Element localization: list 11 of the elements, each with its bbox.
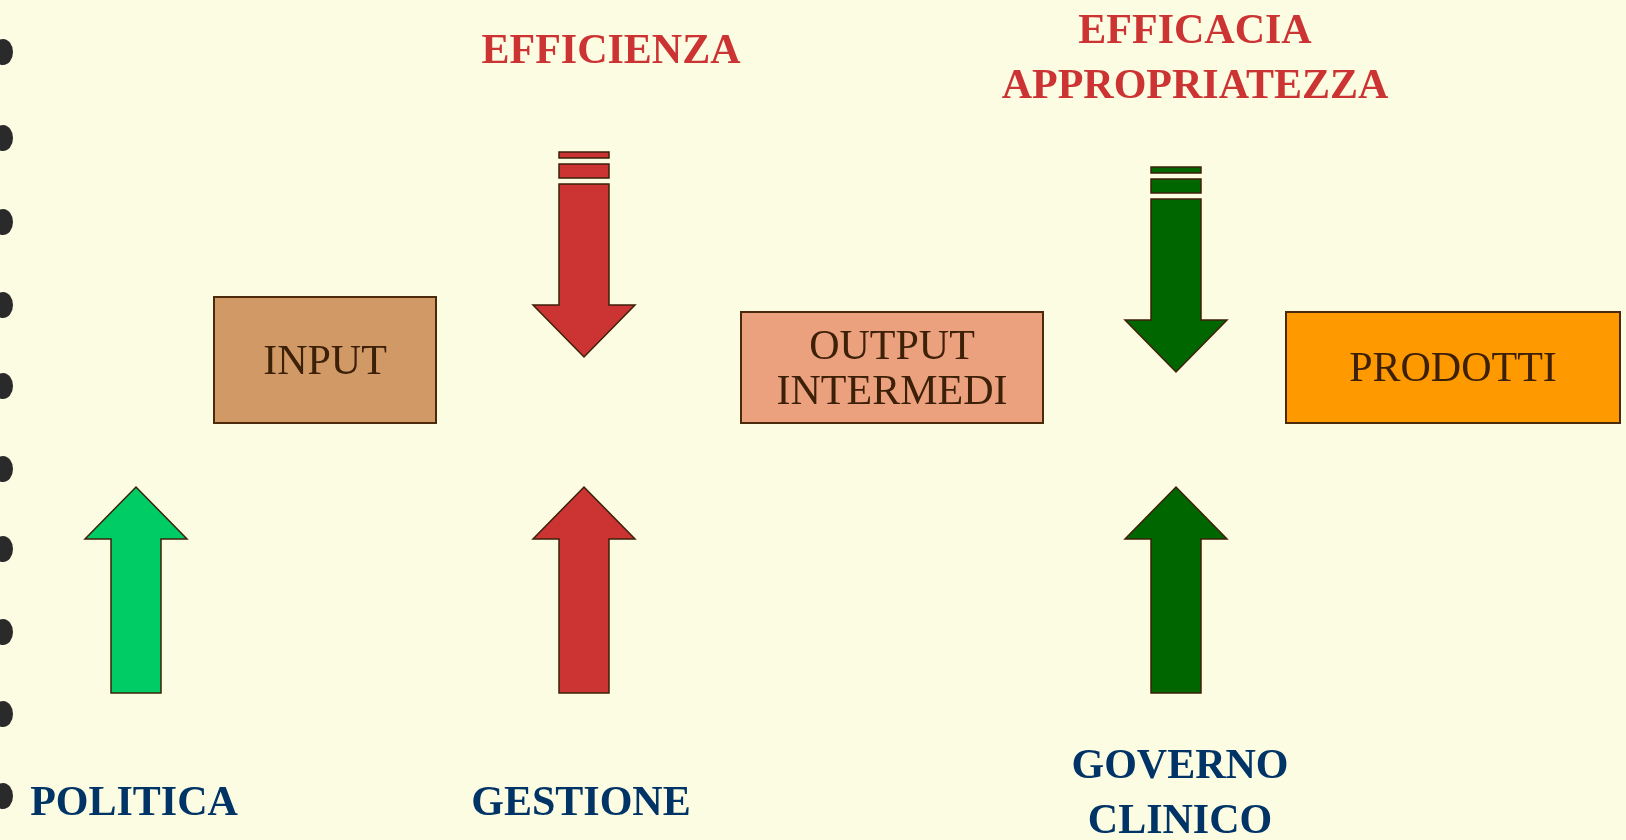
heading-label: EFFICIENZA <box>480 25 742 74</box>
heading-label: EFFICACIA APPROPRIATEZZA <box>1000 5 1390 109</box>
process-box <box>1285 311 1621 424</box>
heading-label: GOVERNO CLINICO <box>1070 740 1290 840</box>
process-box <box>213 296 437 424</box>
heading-label: GESTIONE <box>470 777 692 826</box>
box-label: INPUT <box>263 337 387 383</box>
heading-label: POLITICA <box>29 777 239 826</box>
box-label: OUTPUT INTERMEDI <box>775 323 1009 412</box>
process-box <box>740 311 1044 424</box>
box-label: PRODOTTI <box>1349 345 1557 390</box>
